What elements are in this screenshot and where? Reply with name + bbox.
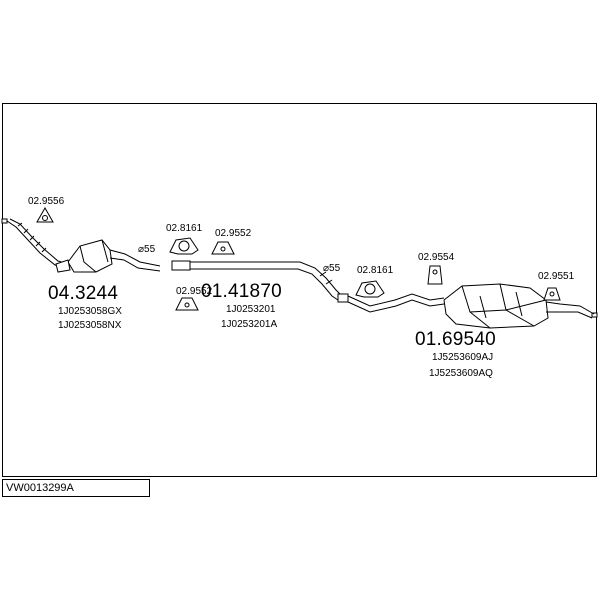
part-number: 02.9551 bbox=[538, 271, 575, 282]
diagram-code: VW0013299A bbox=[2, 479, 150, 497]
diameter-label: ⌀55 bbox=[138, 244, 156, 255]
right-frame-connector bbox=[591, 312, 598, 318]
part-number: 02.9552 bbox=[176, 286, 213, 297]
oem-reference: 1J0253201 bbox=[226, 304, 276, 315]
part-number: 02.9554 bbox=[418, 252, 455, 263]
oem-reference: 1J0253058NX bbox=[58, 320, 122, 331]
clamp-icon bbox=[169, 237, 199, 255]
cat-outlet-pipe bbox=[109, 249, 161, 272]
part-number-main: 01.41870 bbox=[201, 281, 282, 302]
catalytic-converter bbox=[55, 239, 113, 273]
middle-pipe bbox=[171, 260, 343, 301]
part-number-main: 01.69540 bbox=[415, 329, 496, 350]
part-number: 02.9556 bbox=[28, 196, 65, 207]
part-number: 02.8161 bbox=[357, 265, 394, 276]
part-number-main: 04.3244 bbox=[48, 283, 119, 304]
diagram-frame bbox=[2, 103, 597, 477]
diameter-label: ⌀55 bbox=[323, 263, 341, 274]
oem-reference: 1J0253058GX bbox=[58, 306, 122, 317]
hanger-icon bbox=[36, 206, 54, 223]
rubber-hanger-icon bbox=[211, 241, 235, 255]
left-frame-connector bbox=[1, 218, 8, 224]
rubber-hanger-lower-icon bbox=[175, 297, 199, 311]
clamp-rear-icon bbox=[355, 280, 385, 298]
oem-reference: 1J5253609AQ bbox=[429, 368, 493, 379]
vertical-hanger-icon bbox=[427, 265, 443, 285]
part-number: 02.8161 bbox=[166, 223, 203, 234]
oem-reference: 1J0253201A bbox=[221, 319, 278, 330]
rear-hanger-icon bbox=[543, 287, 561, 301]
part-number: 02.9552 bbox=[215, 228, 252, 239]
oem-reference: 1J5253609AJ bbox=[432, 352, 494, 363]
rear-silencer bbox=[337, 283, 595, 329]
